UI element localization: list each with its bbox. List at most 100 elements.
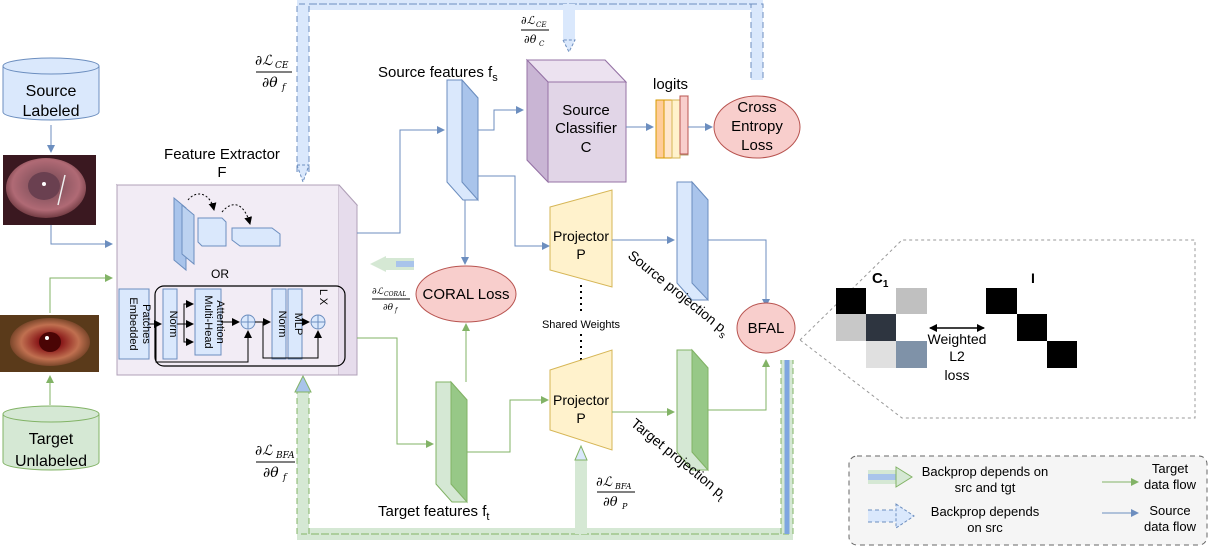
svg-text:Target: Target [1152,461,1189,476]
svg-text:data flow: data flow [1144,519,1197,534]
svg-text:P: P [576,246,585,262]
grad-bfa-f: ∂ℒ BFA ∂θ f [255,443,295,483]
svg-text:L2: L2 [949,348,965,364]
svg-text:on src: on src [967,520,1003,535]
target-db-label-1: Target [29,431,74,448]
embedded-patches-label-2: Patches [140,304,152,344]
svg-text:∂θ: ∂θ [603,495,618,510]
cnn-blocks [173,193,281,272]
svg-text:f: f [282,473,288,483]
source-eye-image [3,155,96,225]
svg-text:C: C [581,139,592,156]
logits-block: logits [653,76,689,159]
target-features-block: Target features ft [378,380,489,523]
bfal-detail-callout: C1 I Weighted L2 loss [799,239,1196,419]
svg-text:CORAL: CORAL [384,291,406,298]
svg-text:P: P [576,410,585,426]
svg-text:BFAL: BFAL [748,320,785,337]
source-labeled-database: Source Labeled [2,57,100,121]
coral-loss: CORAL Loss [415,265,517,323]
legend: Backprop depends on src and tgt Backprop… [848,455,1208,546]
target-db-label-2: Unlabeled [15,453,87,470]
legend-source-flow: Source data flow [1102,503,1197,534]
source-features-block: Source features fs [378,64,498,202]
feature-extractor-letter: F [217,164,226,181]
target-unlabeled-database: Target Unlabeled [2,405,100,471]
svg-text:Backprop depends: Backprop depends [931,504,1040,519]
svg-text:∂ℒ: ∂ℒ [255,53,273,69]
grad-ce-c: ∂ℒ CE ∂θ C [521,14,549,48]
svg-text:Weighted: Weighted [928,331,987,347]
target-features-label: Target features ft [378,503,489,523]
svg-text:src and tgt: src and tgt [955,480,1016,495]
shared-weights-label: Shared Weights [542,319,621,331]
svg-text:∂ℒ: ∂ℒ [372,287,384,297]
source-db-label-2: Labeled [23,103,80,120]
svg-text:BFA: BFA [275,451,295,461]
svg-text:∂ℒ: ∂ℒ [521,14,536,27]
embedded-patches-box [118,288,150,360]
svg-text:Classifier: Classifier [555,120,617,137]
svg-text:Projector: Projector [553,228,609,244]
svg-text:∂ℒ: ∂ℒ [255,443,273,459]
svg-text:∂θ: ∂θ [524,33,537,46]
grad-ce-f: ∂ℒ CE ∂θ f [255,53,292,93]
svg-text:∂θ: ∂θ [383,303,394,313]
svg-text:Entropy: Entropy [731,118,783,135]
embedded-patches-label-1: Embedded [127,297,139,350]
svg-text:Source: Source [562,102,610,119]
mlp-label: MLP [292,313,304,336]
norm-label-1: Norm [167,311,179,338]
target-projection-block [676,348,709,472]
source-classifier: Source Classifier C [525,58,628,184]
bfal-node: BFAL [736,302,796,354]
or-label: OR [211,267,229,281]
svg-text:∂ℒ: ∂ℒ [596,475,613,490]
source-projector: Projector P [549,189,613,288]
norm-box-2 [271,288,287,360]
source-db-label-1: Source [26,83,77,100]
target-eye-image [0,315,99,372]
svg-text:loss: loss [945,367,970,383]
feature-extractor: Feature Extractor F OR Embedded Patches … [115,146,359,376]
cross-entropy-loss: Cross Entropy Loss [713,95,801,159]
svg-text:CORAL Loss: CORAL Loss [423,286,510,303]
layer-repeat-label: L X [317,289,329,306]
grad-bfa-p: ∂ℒ BFA ∂θ P [596,475,635,511]
mha-box [194,288,222,356]
svg-text:Loss: Loss [741,137,773,154]
c1-matrix [836,288,927,368]
svg-text:BFA: BFA [614,482,632,491]
svg-text:f: f [281,83,287,93]
identity-label: I [1031,270,1035,286]
legend-target-flow: Target data flow [1102,461,1197,492]
svg-text:∂θ: ∂θ [262,75,278,91]
grad-coral-f: ∂ℒ CORAL ∂θ f [372,287,410,314]
logits-label: logits [653,76,688,93]
svg-text:Projector: Projector [553,392,609,408]
norm-label-2: Norm [276,311,288,338]
svg-text:f: f [394,307,399,314]
source-projection-block [676,180,709,302]
backprop-both-bottom-loop [297,360,793,540]
svg-text:Cross: Cross [737,99,776,116]
svg-text:Source: Source [1149,503,1190,518]
legend-backprop-src: Backprop depends on src [868,503,1040,535]
source-features-label: Source features fs [378,64,498,84]
c1-label: C1 [872,270,889,290]
mha-label-1: Multi-Head [202,295,214,348]
target-projector: Projector P [549,349,613,451]
feature-extractor-title: Feature Extractor [164,146,280,163]
svg-text:data flow: data flow [1144,477,1197,492]
svg-text:CE: CE [536,21,546,29]
identity-matrix [986,288,1077,368]
svg-text:Backprop depends on: Backprop depends on [922,464,1048,479]
legend-backprop-both: Backprop depends on src and tgt [868,464,1048,495]
svg-text:∂θ: ∂θ [263,465,279,481]
svg-text:P: P [621,502,628,511]
mha-label-2: Attention [214,300,226,343]
svg-text:C: C [539,40,545,48]
svg-text:CE: CE [275,61,289,71]
